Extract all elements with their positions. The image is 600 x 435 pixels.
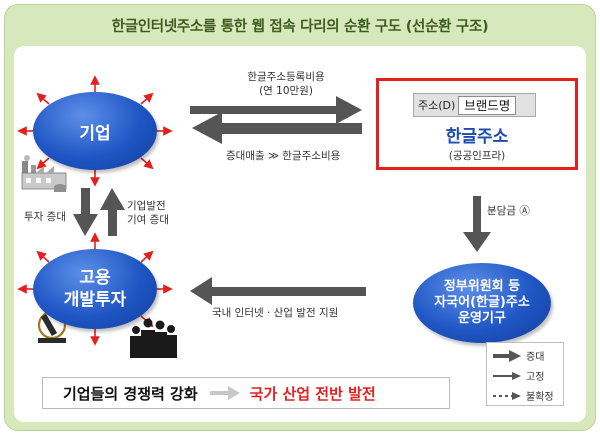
investment-label: 투자 증대: [24, 211, 66, 223]
company-label: 기업: [79, 123, 111, 144]
legend-item-uncertain: 불확정: [493, 388, 554, 403]
thin-arrow-icon: [493, 371, 521, 380]
legend: 증대 고정 불확정: [486, 342, 564, 406]
authority-label-2: 자국어(한글)주소: [434, 295, 530, 310]
fee-arrow: [463, 196, 491, 252]
contribution-label: 기업발전 기여 증대: [127, 199, 169, 227]
business-people-icon: [130, 318, 177, 358]
korean-address-title: 한글주소: [445, 127, 509, 147]
registration-label-1: 한글주소등록비용: [247, 71, 325, 83]
sales-arrow: [192, 112, 362, 144]
legend-label-uncertain: 불확정: [526, 392, 554, 403]
contribution-label-1: 기업발전: [127, 200, 166, 212]
address-bar: 주소(D) 브랜드명: [413, 93, 536, 117]
investment-arrow: [73, 188, 98, 236]
korean-address-subtitle: (공공인프라): [448, 150, 506, 162]
support-label: 국내 인터넷 · 산업 발전 지원: [212, 307, 339, 319]
legend-item-increase: 증대: [493, 348, 544, 363]
dotted-arrow-icon: [493, 391, 521, 400]
fee-label: 분담금 Ⓐ: [487, 205, 530, 217]
summary-left: 기업들의 경쟁력 강화: [63, 384, 198, 403]
registration-arrow: [190, 96, 362, 124]
employment-label-1: 고용: [79, 268, 111, 288]
authority-node: 정부위원회 등 자국어(한글)주소 운영기구: [413, 263, 551, 343]
summary-box: 기업들의 경쟁력 강화 국가 산업 전반 발전: [42, 377, 450, 409]
thick-arrow-icon: [493, 349, 521, 362]
summary-arrow-icon: [209, 386, 240, 400]
employment-label-2: 개발투자: [63, 290, 127, 310]
summary-right: 국가 산업 전반 발전: [249, 384, 376, 403]
factory-icon: [21, 155, 67, 192]
company-node: 기업: [33, 92, 157, 170]
registration-label: 한글주소등록비용 (연 10만원): [236, 70, 336, 98]
support-arrow: [190, 277, 366, 305]
diagram-title: 한글인터넷주소를 통한 웹 접속 다리의 순환 구도 (선순환 구조): [111, 18, 489, 35]
company-spark-arrows: [17, 75, 173, 187]
employment-spark-arrows: [17, 232, 173, 346]
authority-label-3: 운영기구: [458, 311, 506, 326]
contribution-arrow: [100, 188, 125, 236]
sales-label: 증대매출 ≫ 한글주소비용: [226, 150, 341, 162]
registration-label-2: (연 10만원): [259, 85, 313, 97]
legend-label-increase: 증대: [526, 352, 545, 363]
authority-label-1: 정부위원회 등: [443, 279, 521, 294]
address-bar-tag: 주소(D): [418, 99, 456, 112]
legend-label-fixed: 고정: [526, 372, 545, 383]
address-bar-field: 브랜드명: [458, 95, 517, 115]
employment-node: 고용 개발투자: [33, 249, 157, 329]
contribution-label-2: 기여 증대: [127, 214, 169, 226]
legend-item-fixed: 고정: [493, 368, 544, 383]
